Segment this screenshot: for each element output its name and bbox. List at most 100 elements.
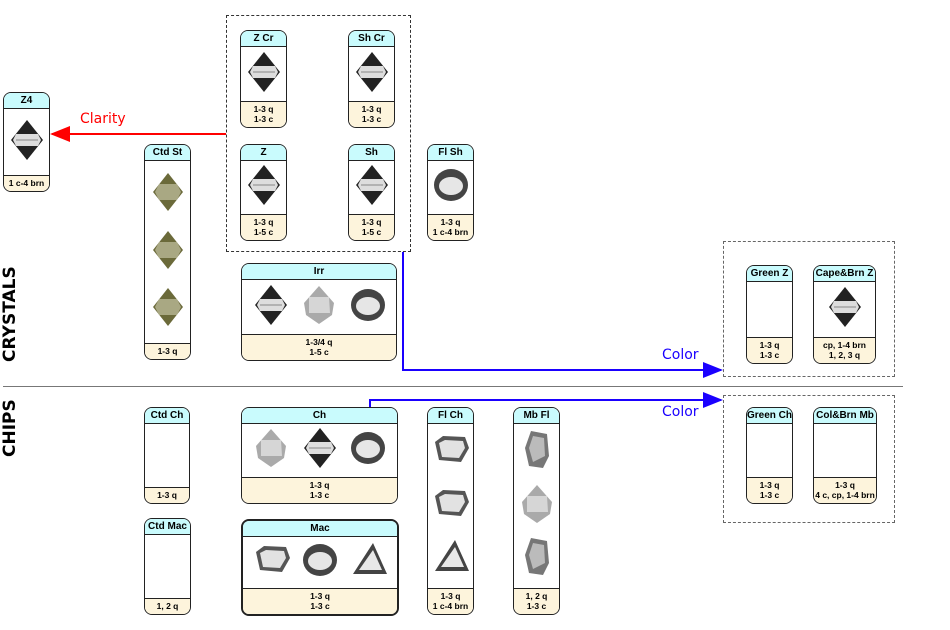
- octahedron-crystal-icon: [300, 426, 340, 475]
- grade-line: 1-3 q: [309, 480, 330, 490]
- card-title: Green Ch: [747, 408, 792, 424]
- grade-line: 1-3 c: [526, 601, 547, 611]
- card-grades: 1 c-4 brn: [4, 175, 49, 191]
- octahedron-crystal-icon: [352, 163, 392, 212]
- grade-line: 1-3 q: [759, 340, 780, 350]
- color-label-crystals: Color: [662, 347, 699, 363]
- grade-line: 1 c-4 brn: [432, 227, 469, 237]
- card-images: [241, 161, 286, 214]
- grade-line: 1-3 q: [440, 217, 461, 227]
- light-crystal-icon: [299, 283, 339, 332]
- card-title: Z4: [4, 93, 49, 109]
- core-crystal-group: [226, 15, 411, 252]
- grade-line: 1-3 q: [835, 480, 855, 490]
- octahedron-crystal-icon: [352, 50, 392, 99]
- grade-line: 1-3 c: [253, 114, 274, 124]
- grade-line: 1-5 c: [361, 227, 382, 237]
- color-chips-group: [723, 395, 895, 523]
- card-title: Mb Fl: [514, 408, 559, 424]
- card-title: Ch: [242, 408, 397, 424]
- card-ctd-st: Ctd St 1-3 q: [144, 144, 191, 360]
- triangle-crystal-icon: [431, 535, 471, 584]
- card-images: [747, 282, 792, 337]
- grade-line: cp, 1-4 brn: [823, 340, 866, 350]
- card-images: [242, 280, 396, 334]
- rounded-crystal-icon: [300, 538, 340, 587]
- coated-crystal-icon: [148, 170, 188, 219]
- grade-line: 1 c-4 brn: [8, 178, 45, 188]
- card-title: Cape&Brn Z: [814, 266, 875, 282]
- rounded-crystal-icon: [431, 163, 471, 212]
- shard-crystal-icon: [517, 428, 557, 477]
- octahedron-crystal-icon: [244, 163, 284, 212]
- grade-line: 1-3 c: [310, 601, 330, 611]
- card-title: Col&Brn Mb: [814, 408, 876, 424]
- grade-line: 1-3/4 q: [305, 337, 333, 347]
- card-images: [349, 161, 394, 214]
- octahedron-crystal-icon: [251, 283, 291, 332]
- card-images: [814, 424, 876, 477]
- card-ctd-ch: Ctd Ch 1-3 q: [144, 407, 190, 504]
- octahedron-crystal-icon: [244, 50, 284, 99]
- card-images: [243, 537, 397, 588]
- card-images: [4, 109, 49, 175]
- card-images: [747, 424, 792, 477]
- card-images: [514, 424, 559, 588]
- card-images: [428, 424, 473, 588]
- grade-line: 1-5 c: [253, 227, 274, 237]
- shard-crystal-icon: [517, 535, 557, 584]
- card-title: Fl Ch: [428, 408, 473, 424]
- flat-crystal-icon: [252, 538, 292, 587]
- card-title: Green Z: [747, 266, 792, 282]
- card-images: [241, 47, 286, 101]
- color-label-chips: Color: [662, 404, 699, 420]
- card-images: [145, 424, 189, 487]
- card-title: Irr: [242, 264, 396, 280]
- grade-line: 1-3 q: [157, 490, 177, 500]
- grade-line: 1-3 c: [309, 490, 330, 500]
- card-z4: Z4 1 c-4 brn: [3, 92, 50, 192]
- color-crystals-group: [723, 241, 895, 377]
- card-title: Sh Cr: [349, 31, 394, 47]
- card-title: Sh: [349, 145, 394, 161]
- grade-line: 1-3 c: [759, 350, 780, 360]
- flat-crystal-icon: [431, 482, 471, 531]
- grade-line: 1-5 c: [309, 347, 329, 357]
- light-crystal-icon: [251, 426, 291, 475]
- grade-line: 1-3 q: [759, 480, 780, 490]
- card-grades: 1-3 q: [145, 343, 190, 359]
- section-divider: [3, 386, 903, 387]
- card-title: Mac: [243, 521, 397, 537]
- card-title: Ctd St: [145, 145, 190, 161]
- grade-line: 1-3 q: [310, 591, 330, 601]
- rounded-crystal-icon: [348, 426, 388, 475]
- card-grades: 1, 2 q: [145, 598, 190, 614]
- card-images: [145, 161, 190, 343]
- card-images: [428, 161, 473, 214]
- triangle-crystal-icon: [349, 538, 389, 587]
- card-images: [349, 47, 394, 101]
- grade-line: 1 c-4 brn: [432, 601, 469, 611]
- card-title: Ctd Ch: [145, 408, 189, 424]
- flat-crystal-icon: [431, 428, 471, 477]
